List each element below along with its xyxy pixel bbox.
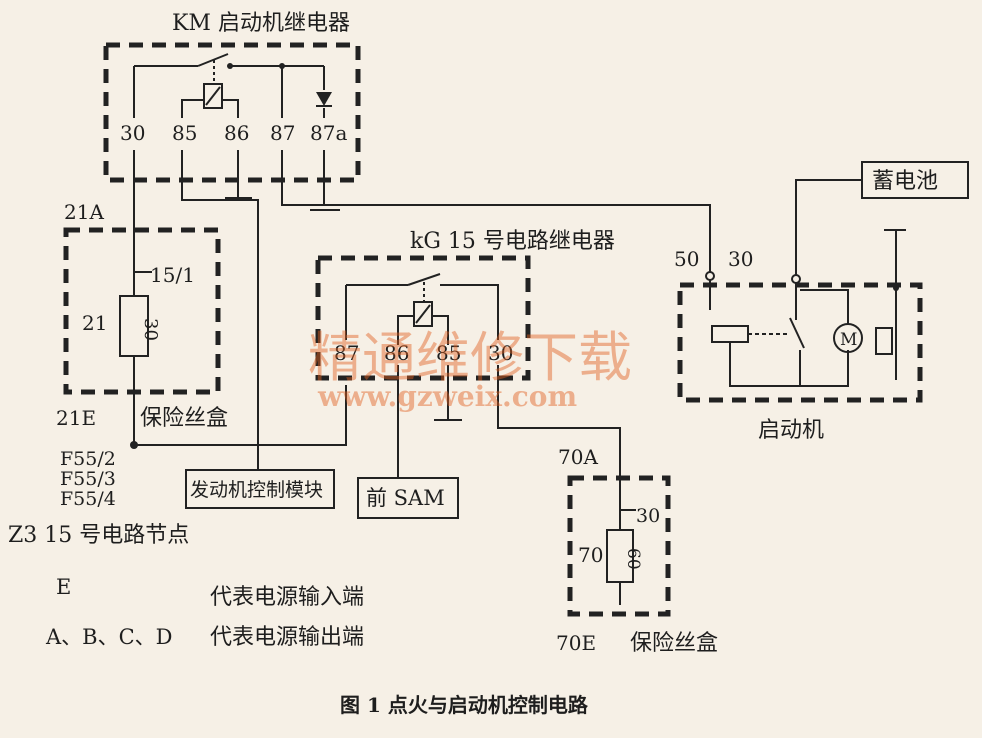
kg-pin-stubs xyxy=(397,365,621,488)
kg-internal-wires xyxy=(345,284,499,340)
fuse2-element xyxy=(606,529,634,583)
starter-solenoid xyxy=(711,325,749,343)
starter-terminal-30: 30 xyxy=(728,247,753,271)
starter-brush-icon xyxy=(875,327,893,355)
kg-coil-slash xyxy=(415,304,431,324)
front-sam-label: 前 SAM xyxy=(366,486,445,510)
wire-node-kg87 xyxy=(134,385,347,446)
km-coil xyxy=(203,83,223,109)
kg-pin-30: 30 xyxy=(488,341,513,365)
fuse-box-2 xyxy=(567,475,671,617)
km-pin-87: 87 xyxy=(270,121,295,145)
starter-30-terminal-dot xyxy=(791,274,801,284)
starter-50-terminal-dot xyxy=(705,271,715,281)
km-coil-wires xyxy=(181,99,239,118)
legend-text-e: 代表电源输入端 xyxy=(210,585,364,610)
connector-f55-4: F55/4 xyxy=(60,488,116,510)
fuse1-box-label: 保险丝盒 xyxy=(140,406,228,431)
engine-module-label: 发动机控制模块 xyxy=(190,479,323,501)
fuse1-label-top: 21A xyxy=(64,200,104,224)
starter-terminal-50: 50 xyxy=(674,247,699,271)
km-ground-symbols xyxy=(225,197,340,211)
kg-relay-box xyxy=(315,255,531,381)
km-pin-30: 30 xyxy=(120,121,145,145)
engine-module-box xyxy=(185,469,335,509)
kg-relay-title: kG 15 号电路继电器 xyxy=(410,229,615,254)
fuse1-node-label: 15/1 xyxy=(150,263,195,287)
starter-box xyxy=(677,282,923,403)
battery-label: 蓄电池 xyxy=(872,169,938,194)
starter-main-contact xyxy=(789,317,805,349)
watermark-line2: www.gzweix.com xyxy=(317,380,577,413)
fuse2-wires xyxy=(619,488,636,605)
front-sam-box xyxy=(357,477,459,519)
km-relay-title: KM 启动机继电器 xyxy=(172,11,350,36)
km-diode-icon xyxy=(316,92,332,106)
km-pin-86: 86 xyxy=(224,121,249,145)
node-z3-label: Z3 15 号电路节点 xyxy=(8,523,189,548)
starter-motor-icon xyxy=(833,323,863,353)
fuse1-element xyxy=(119,295,149,357)
km-internal-wires xyxy=(133,65,325,118)
fuse1-label-bottom: 21E xyxy=(56,406,96,430)
connector-f55-2: F55/2 xyxy=(60,448,116,470)
wire-km87-starter50 xyxy=(281,174,711,272)
fuse1-rating: 30 xyxy=(140,318,161,341)
fuse2-id: 70 xyxy=(578,543,603,567)
km-junction-dot xyxy=(279,63,285,69)
watermark-line1: 精通维修下载 xyxy=(308,326,632,389)
km-relay-box xyxy=(103,42,361,183)
km-pin-87a: 87a xyxy=(310,121,347,145)
kg-switch-contact xyxy=(407,273,441,286)
starter-motor-symbol: M xyxy=(840,330,857,350)
kg-pin-87: 87 xyxy=(334,341,359,365)
kg-coil-wires xyxy=(397,315,449,345)
wire-battery-starter30 xyxy=(795,179,862,275)
starter-internal-wires xyxy=(709,230,897,387)
legend-key-abcd: A、B、C、D xyxy=(45,625,173,649)
wire-km85-engine-module xyxy=(181,174,259,470)
kg-pin-85: 85 xyxy=(436,341,461,365)
fuse2-box-label: 保险丝盒 xyxy=(630,631,718,656)
km-pin-stubs xyxy=(133,150,325,205)
fuse1-id: 21 xyxy=(82,311,107,335)
fuse2-rating: 60 xyxy=(623,548,643,570)
kg-pin-86: 86 xyxy=(384,341,409,365)
fuse2-label-bottom: 70E xyxy=(556,631,596,655)
figure-caption: 图 1 点火与启动机控制电路 xyxy=(340,693,589,717)
starter-label: 启动机 xyxy=(758,418,824,443)
fuse-box-1 xyxy=(63,227,221,395)
legend-text-abcd: 代表电源输出端 xyxy=(210,625,364,650)
legend-key-e: E xyxy=(56,575,71,599)
starter-junction-dot xyxy=(893,285,899,291)
km-coil-slash xyxy=(205,86,221,106)
connector-f55-3: F55/3 xyxy=(60,468,116,490)
fuse2-label-top: 70A xyxy=(558,445,598,469)
km-pin-85: 85 xyxy=(172,121,197,145)
km-contact-dot xyxy=(227,63,233,69)
fuse2-node-label: 30 xyxy=(636,505,660,527)
kg-coil xyxy=(413,301,433,327)
